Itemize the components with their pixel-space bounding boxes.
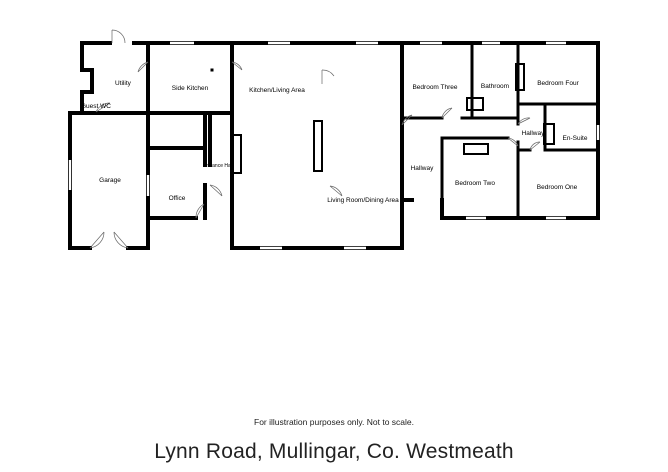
windows bbox=[68, 41, 600, 250]
fixtures bbox=[232, 63, 555, 174]
doors bbox=[89, 29, 541, 249]
label-en-suite: En-Suite bbox=[563, 135, 588, 142]
label-guest-wc: Guest WC bbox=[81, 103, 111, 110]
label-side-kitchen: Side Kitchen bbox=[172, 85, 209, 92]
label-bedroom-two: Bedroom Two bbox=[455, 180, 495, 187]
room-labels: Utility Side Kitchen Kitchen/Living Area… bbox=[81, 80, 588, 204]
label-utility: Utility bbox=[115, 80, 132, 87]
label-hallway-main: Hallway bbox=[411, 165, 435, 172]
label-entrance-hall: Entrance Hall bbox=[203, 163, 233, 169]
label-bedroom-four: Bedroom Four bbox=[537, 80, 579, 87]
property-address: Lynn Road, Mullingar, Co. Westmeath bbox=[154, 440, 514, 463]
label-bedroom-one: Bedroom One bbox=[537, 184, 578, 191]
label-living-dining: Living Room/Dining Area bbox=[327, 197, 399, 204]
label-bedroom-three: Bedroom Three bbox=[412, 84, 457, 91]
inner-walls bbox=[80, 41, 600, 220]
label-kitchen-living: Kitchen/Living Area bbox=[249, 87, 305, 94]
label-office: Office bbox=[169, 195, 186, 202]
disclaimer-text: For illustration purposes only. Not to s… bbox=[254, 417, 414, 427]
label-bathroom: Bathroom bbox=[481, 83, 509, 90]
label-hallway-small: Hallway bbox=[522, 130, 546, 137]
label-garage: Garage bbox=[99, 177, 121, 184]
